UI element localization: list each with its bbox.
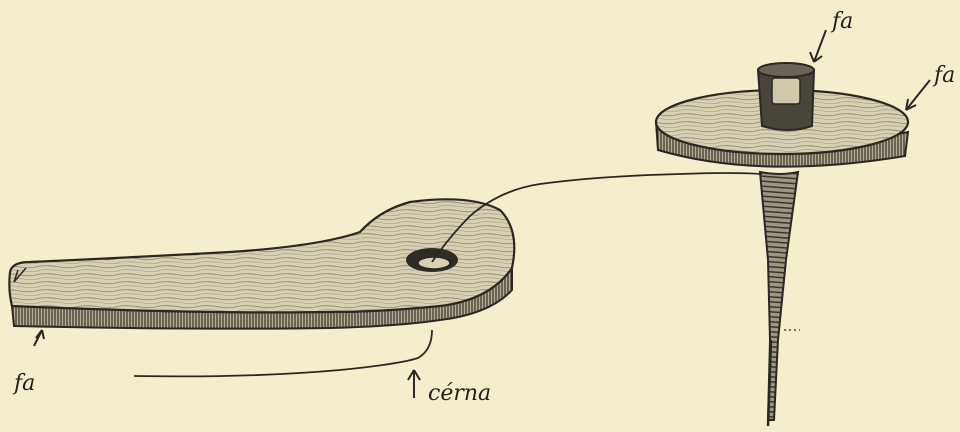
spindle-shaft (760, 172, 798, 420)
label-disc: fa (932, 63, 955, 88)
label-peg: fa (830, 9, 853, 34)
arrow-board (34, 330, 44, 346)
spindle (656, 63, 908, 426)
arrow-thread (408, 370, 420, 398)
arrow-peg (810, 30, 826, 62)
thread-lower (134, 330, 432, 376)
arrow-disc (906, 80, 930, 110)
label-board: fa (12, 371, 35, 396)
label-thread: cérna (428, 381, 491, 406)
wooden-board (9, 199, 514, 328)
